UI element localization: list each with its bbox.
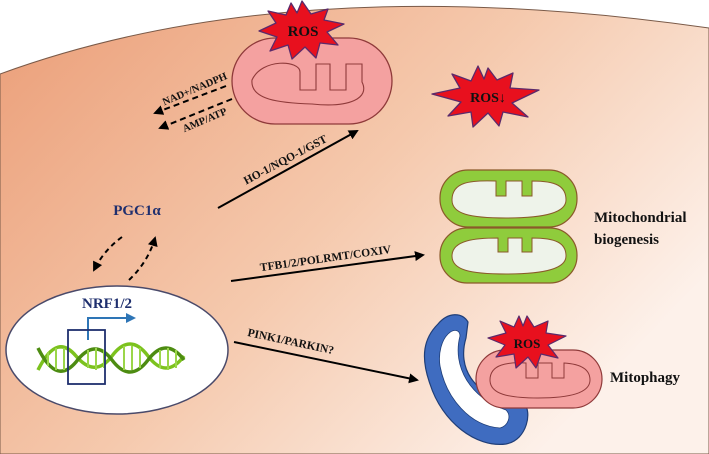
ros-label-reduced: ROS↓	[470, 91, 506, 106]
pgc1a-label: PGC1α	[113, 203, 161, 219]
biogenesis-arrow	[230, 251, 425, 282]
promoter-highlight-box	[67, 329, 106, 385]
pgc-to-nrf-dashed-arrow	[93, 236, 123, 272]
nrf-label: NRF1/2	[82, 296, 132, 312]
transcription-arrow	[87, 313, 136, 340]
mitophagy-outcome-label: Mitophagy	[610, 370, 681, 386]
biogenesis-outcome-line2: biogenesis	[594, 232, 659, 248]
ros-label-mitophagy: ROS	[514, 336, 541, 351]
new-mitochondrion-1	[439, 169, 578, 228]
ros-reduced-burst: ROS↓	[431, 65, 540, 128]
dna-double-helix	[36, 342, 186, 374]
biogenesis-outcome-line1: Mitochondrial	[594, 210, 687, 226]
mitophagy-arrow	[233, 341, 419, 384]
nrf-to-pgc-dashed-arrow	[128, 236, 158, 281]
amp-dashed-arrow	[158, 98, 233, 130]
antioxidant-arrow	[217, 130, 359, 209]
ros-burst-mitophagy: ROS	[487, 315, 567, 369]
nad-dashed-arrow	[153, 85, 227, 115]
damaged-mitochondrion	[475, 349, 603, 409]
ros-burst-top: ROS	[258, 0, 345, 60]
new-mitochondrion-2	[439, 227, 578, 284]
ros-label-top: ROS	[288, 24, 319, 40]
